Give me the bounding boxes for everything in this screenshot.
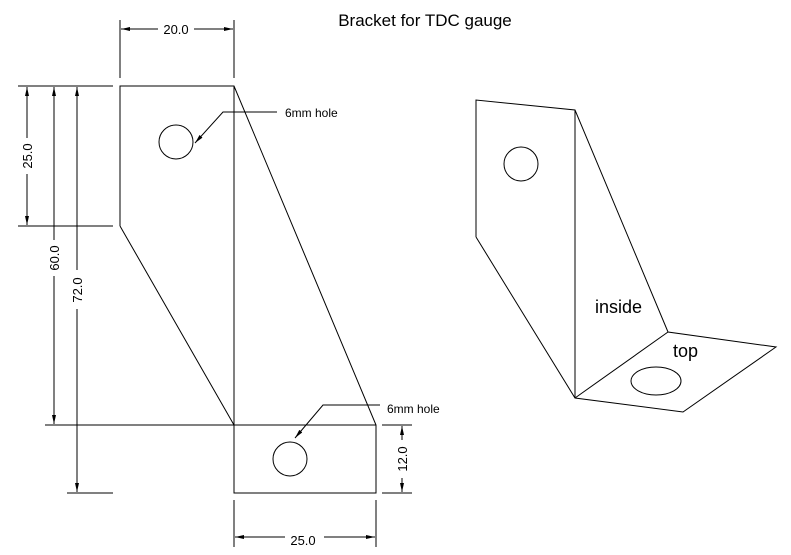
upper-hole (158, 124, 194, 160)
lower-hole (272, 441, 308, 477)
dim-total-height: 72.0 (70, 277, 85, 302)
iso-bend-line (574, 331, 669, 399)
dim-mid-height: 60.0 (47, 245, 62, 270)
label-top: top (673, 341, 698, 361)
lower-hole-leader (294, 404, 380, 439)
dim-upper-height: 25.0 (20, 143, 35, 168)
drawing-title: Bracket for TDC gauge (338, 11, 512, 30)
upper-hole-leader (194, 111, 277, 144)
bracket-outline (119, 85, 377, 494)
upper-hole-note: 6mm hole (285, 106, 338, 120)
iso-view: inside top (475, 99, 778, 413)
dim-foot-width: 25.0 (290, 533, 315, 548)
dim-foot-height: 12.0 (395, 446, 410, 471)
label-inside: inside (595, 297, 642, 317)
lower-hole-note: 6mm hole (387, 402, 440, 416)
flat-view: 6mm hole 6mm hole 20.0 25.0 60.0 72.0 12… (18, 20, 440, 548)
iso-outline (475, 99, 778, 413)
dim-top-width: 20.0 (163, 22, 188, 37)
iso-upper-hole (503, 146, 539, 182)
iso-lower-hole (630, 366, 682, 396)
